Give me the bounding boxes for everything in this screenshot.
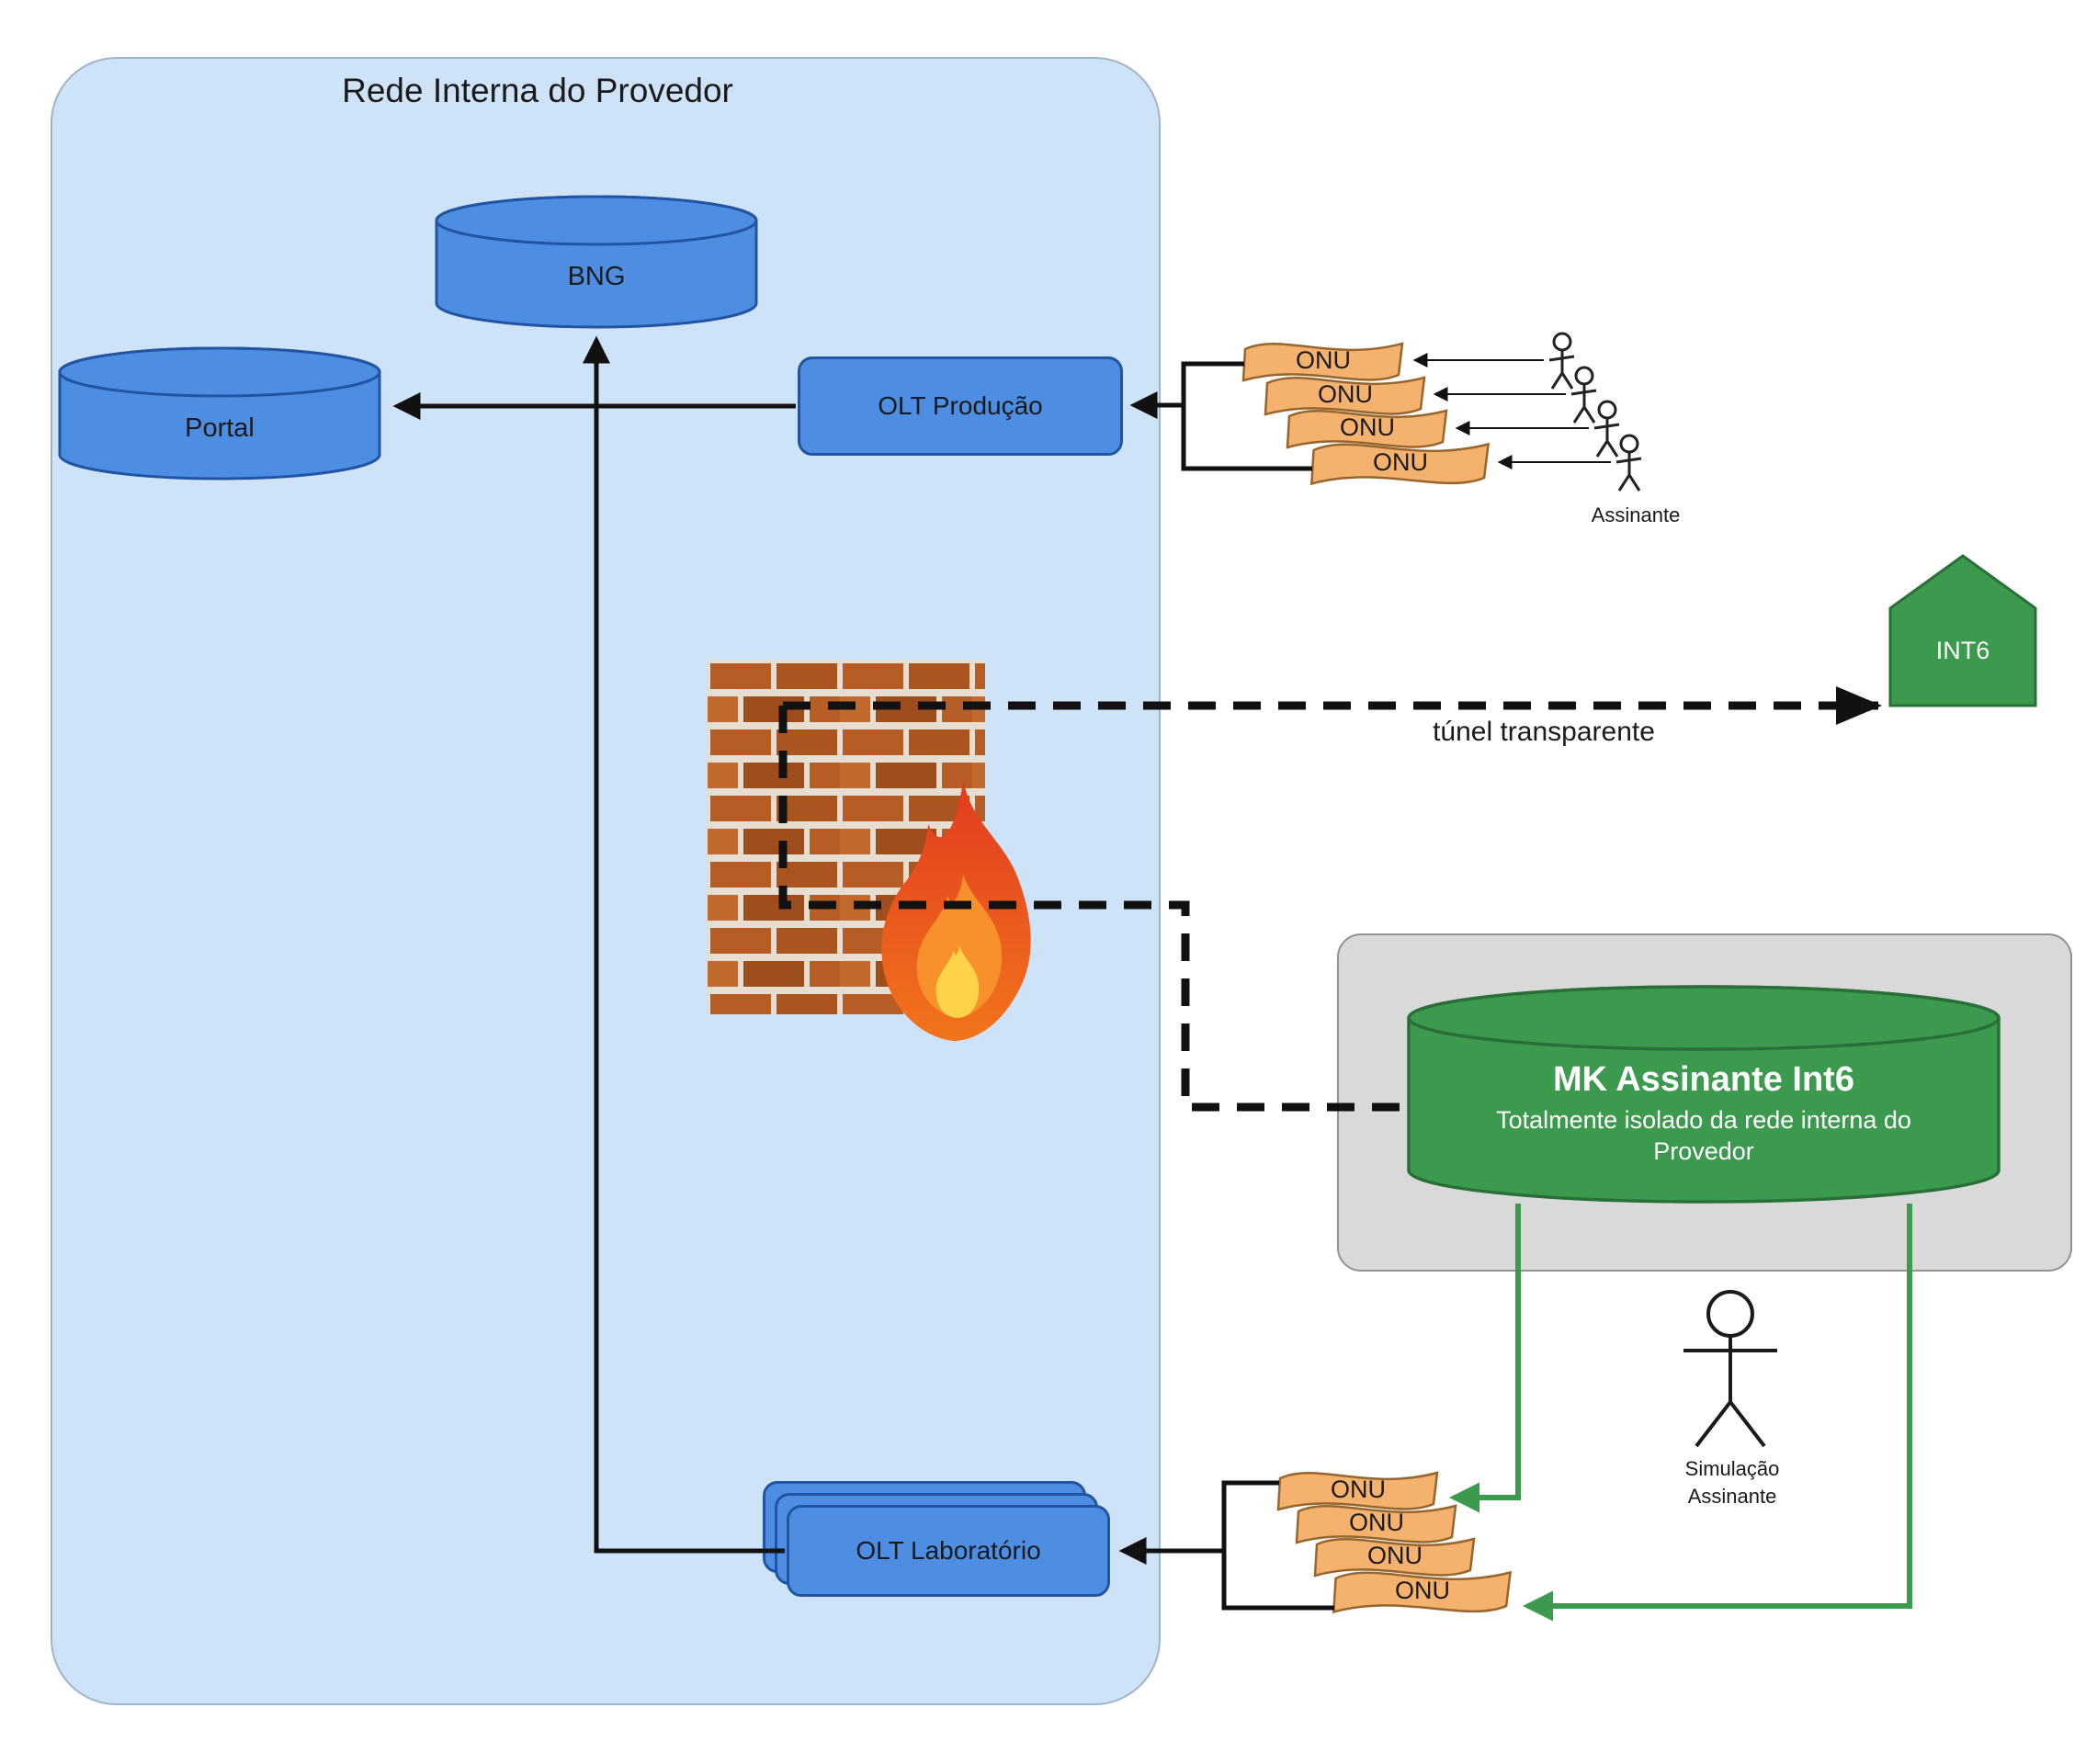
onu-label: ONU	[1395, 1577, 1450, 1604]
subscriber-stick-figure-3	[1593, 400, 1621, 458]
onu-label: ONU	[1340, 413, 1395, 441]
provider-network-title: Rede Interna do Provedor	[342, 72, 733, 109]
portal-node: Portal	[58, 346, 381, 481]
tunnel-label: túnel transparente	[1433, 717, 1655, 747]
portal-label: Portal	[185, 413, 255, 443]
assinante-label: Assinante	[1591, 503, 1681, 526]
flag-shape	[1285, 404, 1450, 454]
onu-node-bottom-3: ONU	[1312, 1532, 1478, 1582]
simulacao-assinante-label: Simulação Assinante	[1684, 1457, 1780, 1508]
mk-subtitle: Totalmente isolado da rede interna do Pr…	[1496, 1106, 1911, 1165]
cylinder-shape	[58, 346, 381, 481]
fire-icon	[862, 774, 1057, 1047]
onu-label: ONU	[1373, 448, 1428, 476]
onu-label: ONU	[1318, 380, 1373, 408]
olt-laboratorio-label: OLT Laboratório	[856, 1536, 1041, 1565]
int6-house-node: INT6	[1888, 553, 2037, 707]
flame-shape	[881, 779, 1031, 1042]
bng-label: BNG	[567, 261, 626, 291]
subscriber-stick-figure-2	[1570, 366, 1598, 424]
flag-shape	[1309, 437, 1492, 491]
flag-shape	[1331, 1566, 1514, 1619]
onu-label: ONU	[1331, 1476, 1386, 1503]
onu-label: ONU	[1367, 1542, 1423, 1569]
olt-producao-node: OLT Produção	[798, 356, 1123, 456]
cylinder-shape	[435, 195, 758, 329]
simulation-stick-figure	[1683, 1290, 1777, 1448]
olt-producao-label: OLT Produção	[878, 391, 1043, 420]
subscriber-stick-figure-1	[1547, 332, 1576, 390]
bng-node: BNG	[435, 195, 758, 329]
mk-assinante-node: MK Assinante Int6 Totalmente isolado da …	[1406, 985, 2001, 1204]
onu-label: ONU	[1349, 1509, 1404, 1536]
onu-node-bottom-2: ONU	[1294, 1499, 1459, 1549]
onu-node-top-4: ONU	[1309, 437, 1492, 491]
mk-title: MK Assinante Int6	[1553, 1060, 1854, 1100]
house-shape	[1888, 554, 2037, 707]
onu-node-top-3: ONU	[1285, 404, 1450, 454]
flag-shape	[1294, 1499, 1459, 1549]
int6-label: INT6	[1935, 636, 1990, 664]
flag-shape	[1312, 1532, 1478, 1582]
cylinder-shape	[1407, 985, 2001, 1204]
subscriber-stick-figure-4	[1615, 434, 1643, 492]
olt-laboratorio-node: OLT Laboratório	[787, 1505, 1110, 1597]
onu-node-bottom-4: ONU	[1331, 1566, 1514, 1619]
